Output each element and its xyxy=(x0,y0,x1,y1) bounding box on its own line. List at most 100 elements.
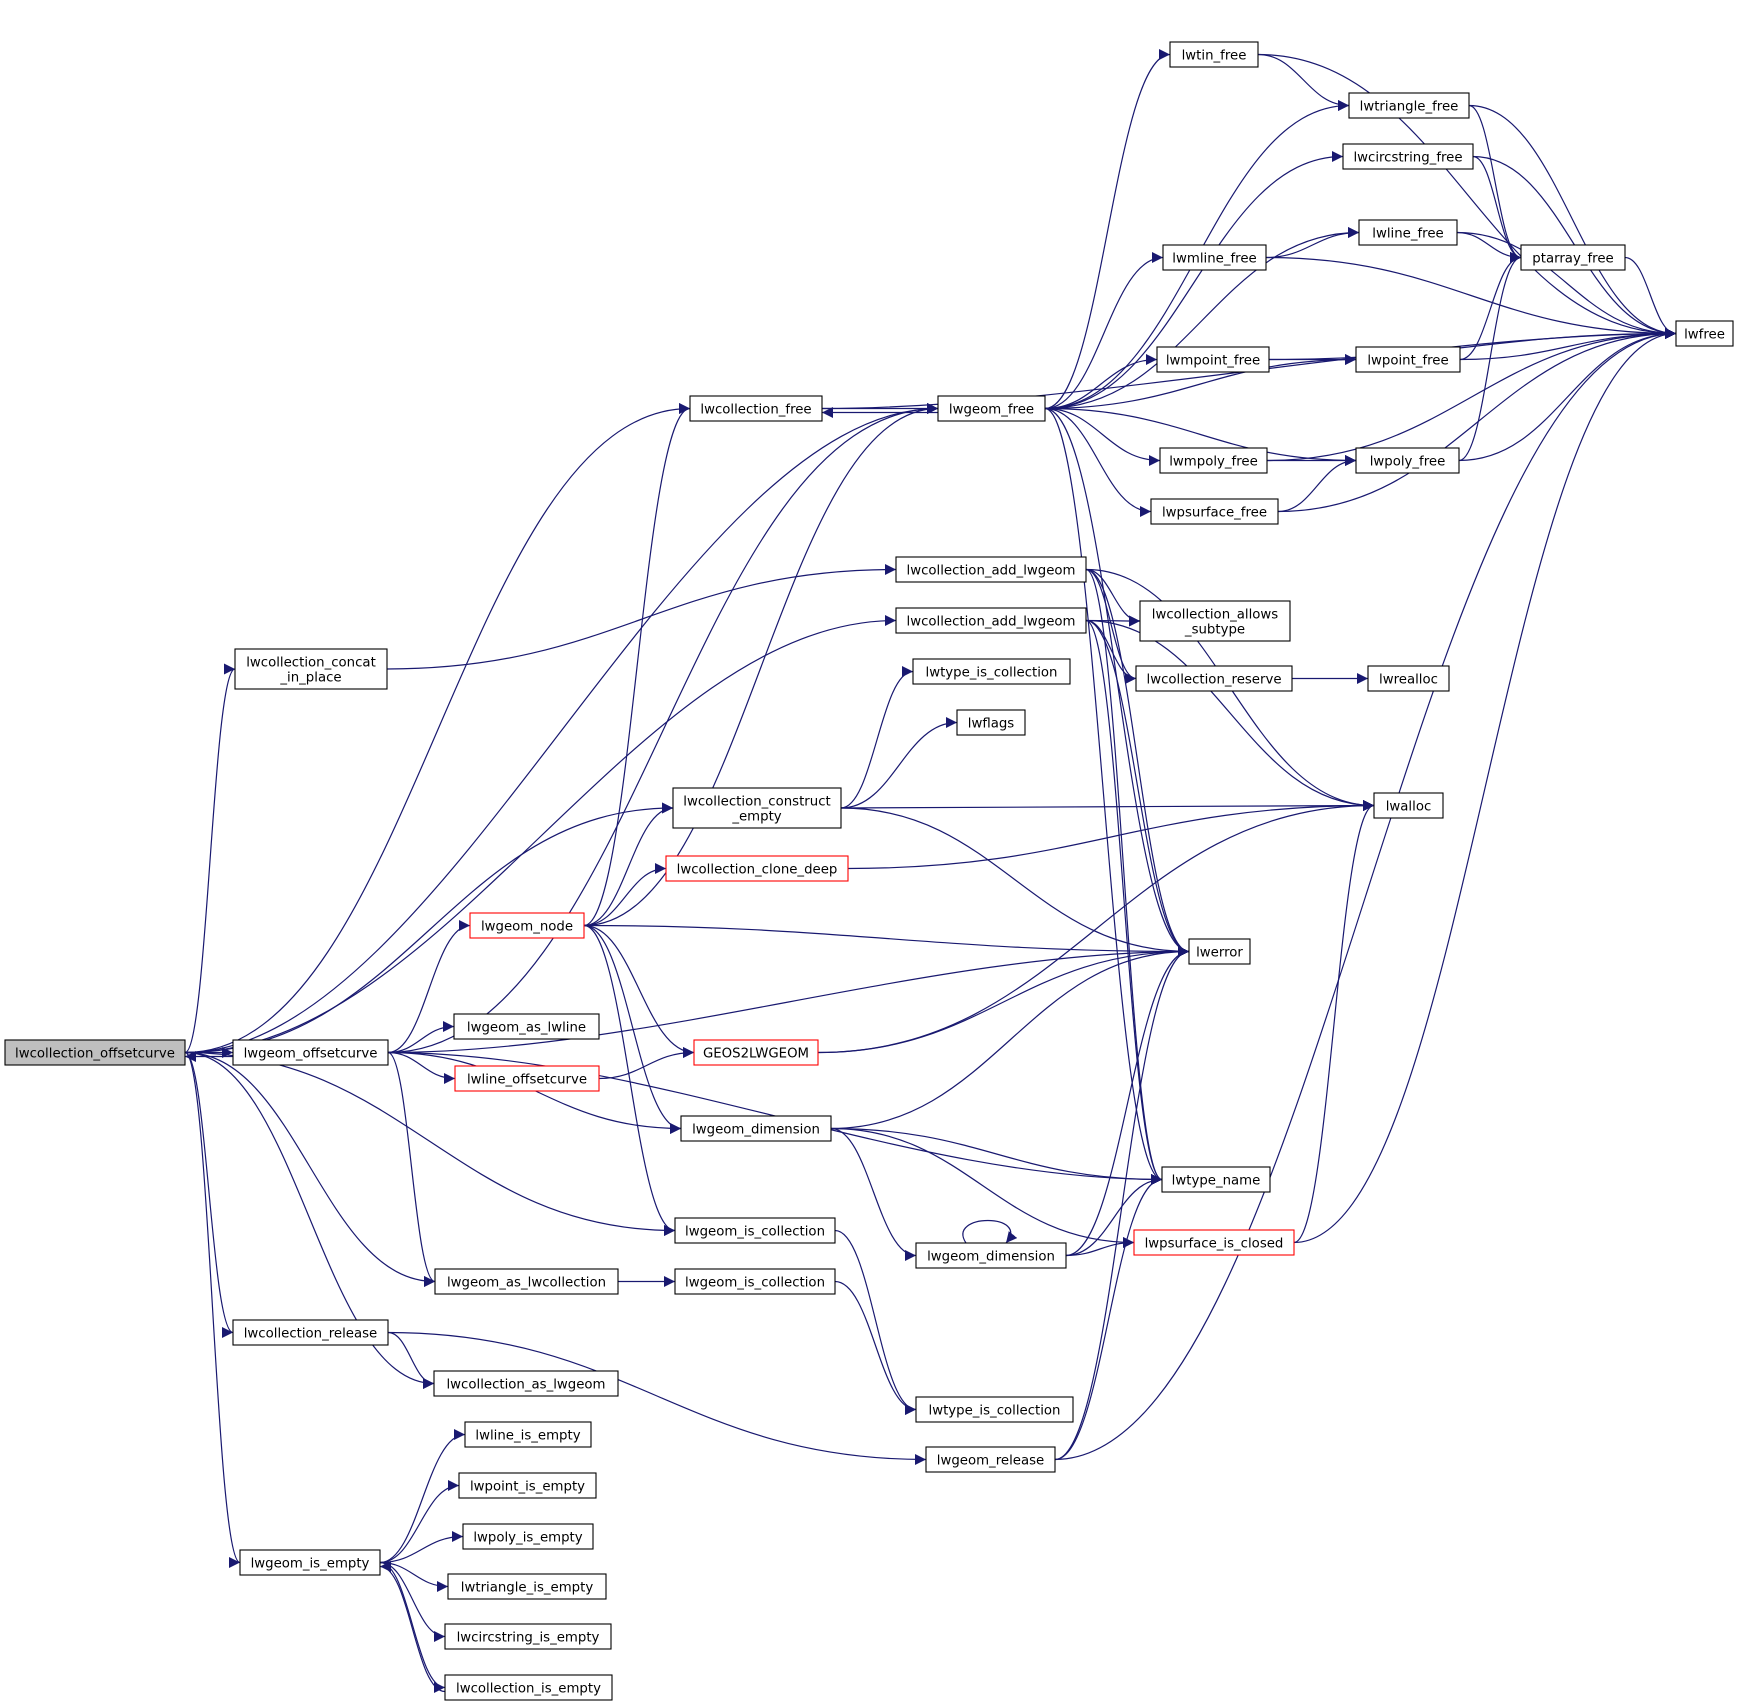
node-lwcircstring-free[interactable]: lwcircstring_free xyxy=(1342,143,1474,170)
node-box[interactable] xyxy=(956,709,1026,736)
node-box[interactable] xyxy=(4,1039,186,1066)
node-lwline-is-empty[interactable]: lwline_is_empty xyxy=(464,1421,592,1448)
node-box[interactable] xyxy=(895,556,1087,583)
node-box[interactable] xyxy=(239,1549,381,1576)
node-GEOS2LWGEOM[interactable]: GEOS2LWGEOM xyxy=(693,1039,819,1066)
node-box[interactable] xyxy=(925,1446,1056,1473)
node-box[interactable] xyxy=(434,1268,619,1295)
node-box[interactable] xyxy=(469,912,585,939)
node-lwgeom-free[interactable]: lwgeom_free xyxy=(937,395,1046,422)
node-lwrealloc[interactable]: lwrealloc xyxy=(1367,665,1450,692)
node-lwcollection-free[interactable]: lwcollection_free xyxy=(689,395,823,422)
node-box[interactable] xyxy=(1139,600,1291,642)
node-lwcollection-offsetcurve[interactable]: lwcollection_offsetcurve xyxy=(4,1039,186,1066)
node-box[interactable] xyxy=(454,1065,600,1092)
node-lwgeom-offsetcurve[interactable]: lwgeom_offsetcurve xyxy=(232,1039,389,1066)
node-lwcollection-add-lwgeom-2[interactable]: lwcollection_add_lwgeom xyxy=(895,607,1087,634)
node-lwtin-free[interactable]: lwtin_free xyxy=(1169,41,1259,68)
node-box[interactable] xyxy=(693,1039,819,1066)
node-lwpoint-is-empty[interactable]: lwpoint_is_empty xyxy=(458,1472,597,1499)
node-box[interactable] xyxy=(665,855,849,882)
node-box[interactable] xyxy=(1373,792,1444,819)
node-lwgeom-release[interactable]: lwgeom_release xyxy=(925,1446,1056,1473)
node-box[interactable] xyxy=(672,787,842,829)
node-box[interactable] xyxy=(915,1396,1074,1423)
node-lwtype-is-collection-2[interactable]: lwtype_is_collection xyxy=(915,1396,1074,1423)
node-box[interactable] xyxy=(232,1319,389,1346)
node-box[interactable] xyxy=(1133,1229,1295,1256)
node-lwcollection-construct-empty[interactable]: lwcollection_construct_empty xyxy=(672,787,842,829)
node-lwpoly-is-empty[interactable]: lwpoly_is_empty xyxy=(462,1523,594,1550)
node-lwgeom-node[interactable]: lwgeom_node xyxy=(469,912,585,939)
node-box[interactable] xyxy=(912,658,1071,685)
node-lwtriangle-is-empty[interactable]: lwtriangle_is_empty xyxy=(447,1573,607,1600)
node-lwgeom-dimension-1[interactable]: lwgeom_dimension xyxy=(680,1115,832,1142)
node-box[interactable] xyxy=(462,1523,594,1550)
node-box[interactable] xyxy=(689,395,823,422)
node-box[interactable] xyxy=(1355,346,1461,373)
node-box[interactable] xyxy=(1169,41,1259,68)
node-lwmpoly-free[interactable]: lwmpoly_free xyxy=(1159,447,1268,474)
node-box[interactable] xyxy=(464,1421,592,1448)
node-box[interactable] xyxy=(937,395,1046,422)
node-box[interactable] xyxy=(1367,665,1450,692)
node-lwtype-is-collection-1[interactable]: lwtype_is_collection xyxy=(912,658,1071,685)
node-box[interactable] xyxy=(1520,244,1626,271)
node-lwcollection-allows-subtype[interactable]: lwcollection_allows_subtype xyxy=(1139,600,1291,642)
node-box[interactable] xyxy=(458,1472,597,1499)
node-ptarray-free[interactable]: ptarray_free xyxy=(1520,244,1626,271)
node-box[interactable] xyxy=(674,1268,836,1295)
node-box[interactable] xyxy=(1348,92,1470,119)
node-lwpoint-free[interactable]: lwpoint_free xyxy=(1355,346,1461,373)
node-box[interactable] xyxy=(1162,244,1267,271)
node-box[interactable] xyxy=(1675,320,1734,347)
node-lwcollection-clone-deep[interactable]: lwcollection_clone_deep xyxy=(665,855,849,882)
node-lwcollection-add-lwgeom-1[interactable]: lwcollection_add_lwgeom xyxy=(895,556,1087,583)
node-box[interactable] xyxy=(433,1370,619,1397)
node-box[interactable] xyxy=(1342,143,1474,170)
node-box[interactable] xyxy=(895,607,1087,634)
node-lwtype-name[interactable]: lwtype_name xyxy=(1161,1166,1271,1193)
node-lwcollection-release[interactable]: lwcollection_release xyxy=(232,1319,389,1346)
node-box[interactable] xyxy=(447,1573,607,1600)
node-lwcollection-as-lwgeom[interactable]: lwcollection_as_lwgeom xyxy=(433,1370,619,1397)
node-lwcollection-reserve[interactable]: lwcollection_reserve xyxy=(1135,665,1293,692)
node-lwcollection-is-empty[interactable]: lwcollection_is_empty xyxy=(444,1674,613,1701)
node-box[interactable] xyxy=(1156,346,1270,373)
node-lwflags[interactable]: lwflags xyxy=(956,709,1026,736)
node-lwpoly-free[interactable]: lwpoly_free xyxy=(1355,447,1460,474)
node-lwgeom-is-empty[interactable]: lwgeom_is_empty xyxy=(239,1549,381,1576)
node-box[interactable] xyxy=(1150,498,1279,525)
node-box[interactable] xyxy=(1135,665,1293,692)
node-box[interactable] xyxy=(1358,219,1458,246)
node-lwpsurface-is-closed[interactable]: lwpsurface_is_closed xyxy=(1133,1229,1295,1256)
node-box[interactable] xyxy=(674,1217,836,1244)
node-box[interactable] xyxy=(1161,1166,1271,1193)
node-lwgeom-dimension-2[interactable]: lwgeom_dimension xyxy=(915,1242,1067,1269)
node-lwline-offsetcurve[interactable]: lwline_offsetcurve xyxy=(454,1065,600,1092)
node-lwcollection-concat-in-place[interactable]: lwcollection_concat_in_place xyxy=(234,648,388,690)
node-lwgeom-as-lwline[interactable]: lwgeom_as_lwline xyxy=(453,1013,600,1040)
node-lwgeom-as-lwcollection[interactable]: lwgeom_as_lwcollection xyxy=(434,1268,619,1295)
node-box[interactable] xyxy=(1355,447,1460,474)
node-lwline-free[interactable]: lwline_free xyxy=(1358,219,1458,246)
node-box[interactable] xyxy=(444,1623,612,1650)
node-lwmpoint-free[interactable]: lwmpoint_free xyxy=(1156,346,1270,373)
node-box[interactable] xyxy=(444,1674,613,1701)
node-lwtriangle-free[interactable]: lwtriangle_free xyxy=(1348,92,1470,119)
node-box[interactable] xyxy=(1188,938,1251,965)
node-lwmline-free[interactable]: lwmline_free xyxy=(1162,244,1267,271)
node-box[interactable] xyxy=(680,1115,832,1142)
node-box[interactable] xyxy=(1159,447,1268,474)
node-box[interactable] xyxy=(453,1013,600,1040)
node-lwalloc[interactable]: lwalloc xyxy=(1373,792,1444,819)
node-lwerror[interactable]: lwerror xyxy=(1188,938,1251,965)
node-lwpsurface-free[interactable]: lwpsurface_free xyxy=(1150,498,1279,525)
node-lwfree[interactable]: lwfree xyxy=(1675,320,1734,347)
node-lwgeom-is-collection-1[interactable]: lwgeom_is_collection xyxy=(674,1217,836,1244)
node-lwgeom-is-collection-2[interactable]: lwgeom_is_collection xyxy=(674,1268,836,1295)
node-box[interactable] xyxy=(915,1242,1067,1269)
node-box[interactable] xyxy=(232,1039,389,1066)
node-lwcircstring-is-empty[interactable]: lwcircstring_is_empty xyxy=(444,1623,612,1650)
node-box[interactable] xyxy=(234,648,388,690)
